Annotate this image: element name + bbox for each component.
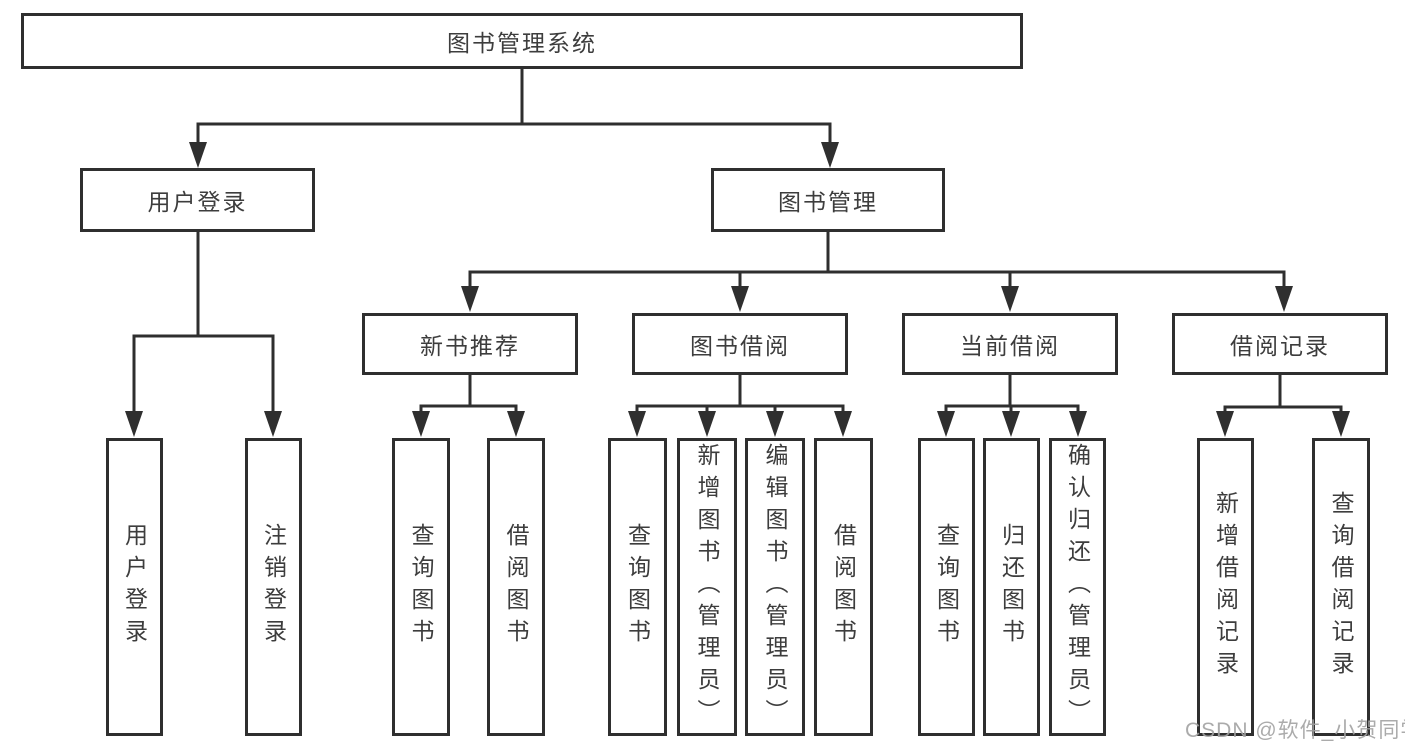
node-label: 借阅图书 [503,523,529,651]
node-label: 查询借阅记录 [1328,491,1354,683]
node-label: 新增图书（管理员） [694,443,720,731]
leaf-add-borrow-record: 新增借阅记录 [1197,438,1254,736]
leaf-return-books: 归还图书 [983,438,1040,736]
node-label: 归还图书 [998,523,1025,651]
leaf-user-login: 用户登录 [106,438,163,736]
node-current-borrow: 当前借阅 [902,313,1118,375]
node-book-management: 图书管理 [711,168,945,232]
node-label: 借阅图书 [830,523,857,651]
leaf-query-books-borrow: 查询图书 [608,438,667,736]
leaf-query-books-recommend: 查询图书 [392,438,450,736]
arrowheads [125,142,1350,437]
node-label: 新书推荐 [420,333,520,359]
node-label: 用户登录 [147,189,248,215]
node-root-library-system: 图书管理系统 [21,13,1023,69]
node-label: 确认归还（管理员） [1064,443,1091,731]
leaf-add-book-admin: 新增图书（管理员） [677,438,737,736]
node-book-borrow: 图书借阅 [632,313,848,375]
leaf-query-borrow-record: 查询借阅记录 [1312,438,1370,736]
leaf-confirm-return-admin: 确认归还（管理员） [1049,438,1106,736]
node-label: 查询图书 [624,523,651,651]
leaf-borrow-books-recommend: 借阅图书 [487,438,545,736]
leaf-borrow-books: 借阅图书 [814,438,873,736]
node-borrow-records: 借阅记录 [1172,313,1388,375]
node-label: 借阅记录 [1230,333,1330,359]
node-label: 新增借阅记录 [1212,491,1239,683]
node-label: 图书管理系统 [447,30,597,56]
node-label: 注销登录 [260,523,287,651]
leaf-query-books-current: 查询图书 [918,438,975,736]
node-new-book-recommend: 新书推荐 [362,313,578,375]
node-label: 当前借阅 [960,333,1060,359]
csdn-watermark: CSDN @软件_小贺同学 [1185,719,1405,742]
node-label: 图书管理 [778,189,878,215]
node-label: 编辑图书（管理员） [762,443,788,731]
node-label: 查询图书 [933,523,960,651]
leaf-edit-book-admin: 编辑图书（管理员） [745,438,805,736]
node-label: 图书借阅 [690,333,790,359]
node-label: 查询图书 [408,523,434,651]
node-user-login: 用户登录 [80,168,315,232]
node-label: 用户登录 [121,523,148,651]
leaf-logout: 注销登录 [245,438,302,736]
